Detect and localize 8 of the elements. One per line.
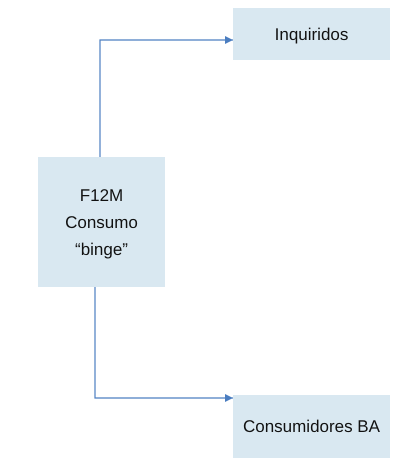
node-label: Consumidores BA (242, 416, 380, 438)
arrow (99, 36, 233, 157)
node-label: F12M Consumo “binge” (64, 184, 139, 260)
process-box (233, 8, 390, 60)
process-box (38, 157, 165, 287)
node-label: Inquiridos (274, 24, 348, 46)
arrow (94, 287, 233, 402)
process-box (233, 395, 390, 458)
